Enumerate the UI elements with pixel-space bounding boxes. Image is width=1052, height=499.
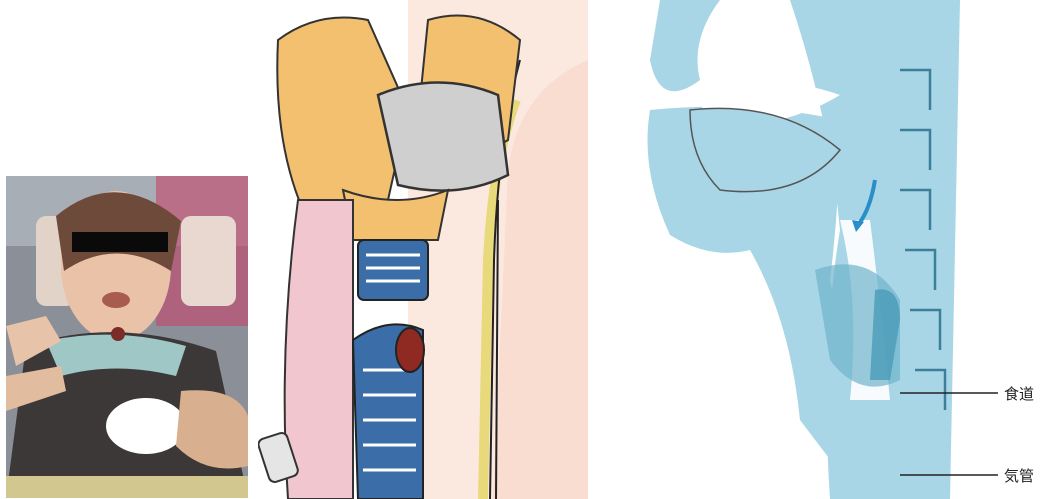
stoma <box>111 327 125 341</box>
bandaged-hand <box>106 398 186 454</box>
surgical-illustration <box>258 0 588 499</box>
sagittal-diagram-graphic: 食道 気管 <box>600 0 1052 499</box>
upper-trachea <box>358 240 428 300</box>
sagittal-diagram: 食道 気管 <box>600 0 1052 499</box>
surgical-illustration-graphic <box>258 0 588 499</box>
hyoid-bone <box>378 83 508 191</box>
patient-photo-graphic <box>6 176 248 498</box>
esophagus-tube <box>285 200 353 499</box>
trachea-label: 気管 <box>1004 467 1034 485</box>
esophagus-label: 食道 <box>1004 385 1034 403</box>
nose <box>650 0 720 91</box>
tracheostoma <box>396 328 424 372</box>
eye-bar <box>72 232 168 252</box>
patient-photo <box>6 176 248 498</box>
